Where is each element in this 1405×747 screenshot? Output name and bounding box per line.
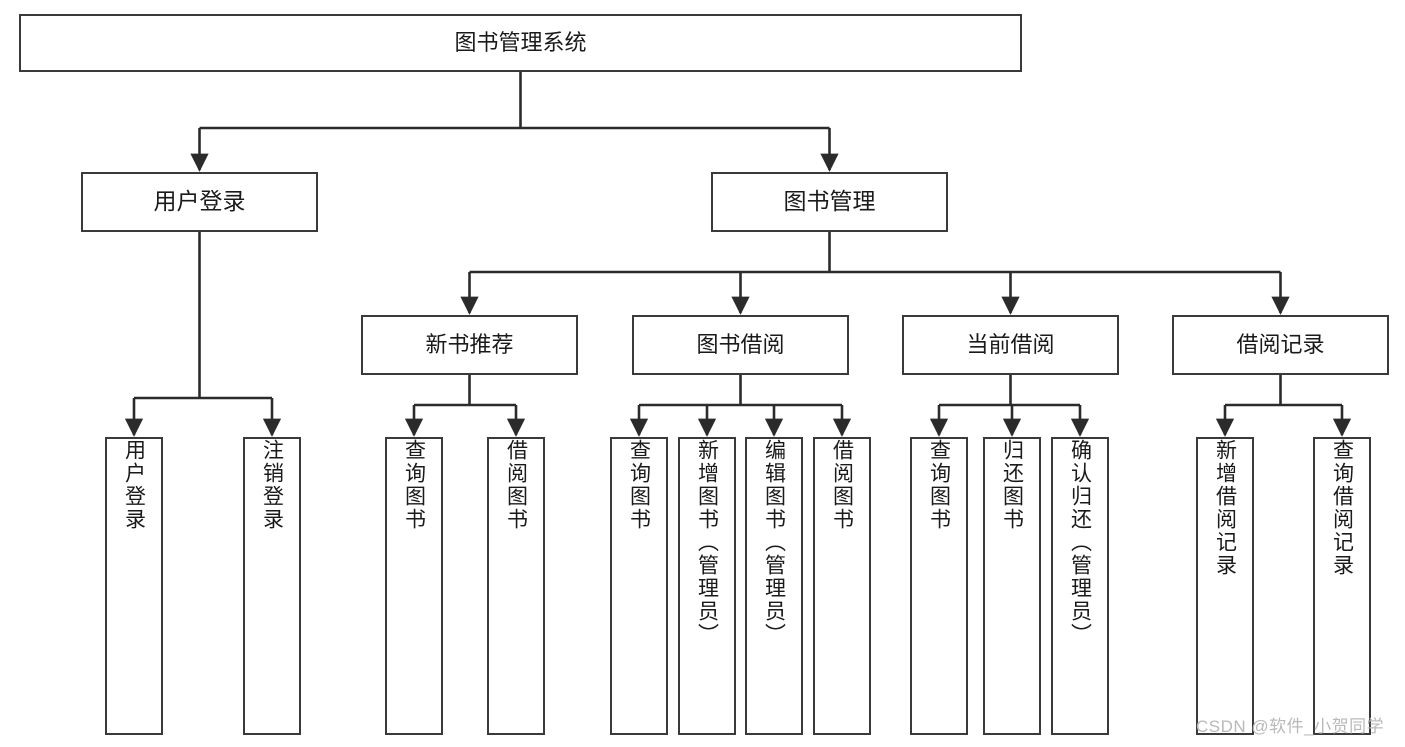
node-label: 当前借阅	[966, 332, 1055, 358]
node-label: 查询图书	[627, 439, 651, 531]
node-label: 新书推荐	[425, 332, 514, 358]
node-l-addrec[interactable]: 新增借阅记录	[1196, 437, 1254, 735]
node-l-qrec[interactable]: 查询借阅记录	[1313, 437, 1371, 735]
node-label: 注销登录	[260, 439, 284, 531]
node-l-confirm[interactable]: 确认归还（管理员）	[1051, 437, 1109, 735]
node-borrow[interactable]: 图书借阅	[632, 315, 849, 375]
node-l-bbook1[interactable]: 借阅图书	[487, 437, 545, 735]
node-l-logout[interactable]: 注销登录	[243, 437, 301, 735]
node-l-return[interactable]: 归还图书	[983, 437, 1041, 735]
node-label: 用户登录	[122, 439, 146, 531]
node-label: 确认归还（管理员）	[1068, 439, 1092, 646]
node-label: 新增借阅记录	[1213, 439, 1237, 577]
node-root[interactable]: 图书管理系统	[19, 14, 1022, 72]
node-label: 借阅图书	[830, 439, 854, 531]
node-bookmgmt[interactable]: 图书管理	[711, 172, 948, 232]
node-label: 借阅记录	[1236, 332, 1325, 358]
node-label: 查询图书	[402, 439, 426, 531]
node-label: 用户登录	[153, 188, 246, 215]
node-l-bbook2[interactable]: 借阅图书	[813, 437, 871, 735]
node-current[interactable]: 当前借阅	[902, 315, 1119, 375]
node-label: 查询借阅记录	[1330, 439, 1354, 577]
node-label: 图书管理系统	[454, 30, 587, 56]
watermark-text: CSDN @软件_小贺同学	[1196, 717, 1385, 736]
node-records[interactable]: 借阅记录	[1172, 315, 1389, 375]
node-label: 图书管理	[783, 188, 876, 215]
node-newbook[interactable]: 新书推荐	[361, 315, 578, 375]
node-l-qbook3[interactable]: 查询图书	[910, 437, 968, 735]
node-login[interactable]: 用户登录	[81, 172, 318, 232]
node-l-addbook[interactable]: 新增图书（管理员）	[678, 437, 736, 735]
node-l-login[interactable]: 用户登录	[105, 437, 163, 735]
node-label: 归还图书	[1000, 439, 1024, 531]
node-label: 查询图书	[927, 439, 951, 531]
node-l-editbook[interactable]: 编辑图书（管理员）	[745, 437, 803, 735]
node-label: 借阅图书	[504, 439, 528, 531]
node-l-qbook1[interactable]: 查询图书	[385, 437, 443, 735]
node-l-qbook2[interactable]: 查询图书	[610, 437, 668, 735]
node-label: 图书借阅	[696, 332, 785, 358]
node-label: 编辑图书（管理员）	[762, 439, 786, 646]
node-label: 新增图书（管理员）	[695, 439, 719, 646]
